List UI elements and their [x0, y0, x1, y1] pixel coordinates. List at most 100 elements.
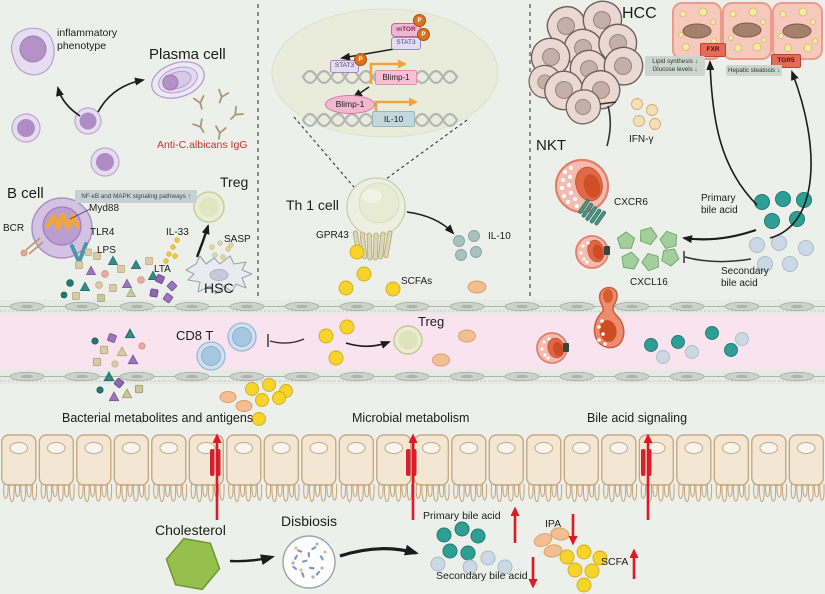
- phospho-dot-1: P: [413, 14, 426, 27]
- label-treg-band: Treg: [418, 314, 445, 329]
- ifn-gamma-dots: [631, 98, 661, 130]
- differentiation-arrows: [56, 77, 145, 117]
- disbiosis-circle: [282, 535, 336, 589]
- nkt-cell-small: [575, 235, 610, 269]
- nkt-cell: [554, 158, 610, 226]
- label-cxcr6: CXCR6: [614, 197, 648, 208]
- blimp1-gene-box: Blimp-1: [375, 70, 417, 85]
- metabolites-below-band: [219, 378, 293, 426]
- treg-cell-top: [193, 191, 225, 223]
- label-ipa: IPA: [545, 518, 562, 530]
- inflammatory-cell: [10, 27, 55, 76]
- label-gpr43: GPR43: [316, 230, 349, 241]
- label-cholesterol: Cholesterol: [155, 522, 226, 538]
- label-bcr: BCR: [3, 223, 25, 234]
- label-inflammatory-phenotype: inflammatory phenotype: [57, 27, 118, 52]
- label-lta: LTA: [154, 264, 171, 275]
- fxr-box: FXR: [700, 43, 726, 57]
- bile-to-cxcl16-arrow: [682, 228, 757, 244]
- panel-dividers: [257, 4, 531, 300]
- scfa-cd8-inhibition: [267, 334, 305, 347]
- monocyte-cells: [11, 107, 120, 177]
- lipid-droplets: [678, 7, 818, 53]
- label-cxcl16: CXCL16: [630, 277, 668, 288]
- label-cd8t: CD8 T: [176, 328, 214, 343]
- label-hsc: HSC: [204, 280, 234, 296]
- myd88-protein: [45, 212, 80, 231]
- scfa-dots-center: [338, 244, 401, 297]
- lamina-propria-band: [0, 300, 825, 384]
- label-scfa-bottom: SCFA: [601, 556, 629, 568]
- b-cell-body: [20, 197, 93, 268]
- primary-bile-acid-dots: [754, 191, 812, 229]
- bcr-receptor: [20, 237, 44, 257]
- label-il33: IL-33: [166, 227, 189, 238]
- bile-to-liver-arrows: [706, 60, 812, 239]
- il10-gene-box: IL-10: [372, 111, 415, 127]
- signaling-pathways-box: NF-κB and MAPK signaling pathways ↑: [75, 190, 197, 203]
- hepatic-steatosis-box: Hepatic steatosis ↓: [726, 65, 782, 76]
- phospho-dot-2: P: [417, 28, 430, 41]
- ipa-ovals-band: [432, 329, 476, 367]
- mtor-stat3-arrow: [340, 47, 401, 61]
- cholesterol-hexagon: [165, 537, 221, 591]
- antibody-icons: [192, 88, 244, 141]
- treg-cell-band: [393, 325, 423, 355]
- hsc-cell: [185, 255, 253, 295]
- label-myd88: Myd88: [89, 203, 120, 214]
- label-plasma-cell: Plasma cell: [149, 46, 226, 63]
- secondary-bile-acid-dots: [749, 235, 814, 272]
- bile-acids-in-band: [644, 326, 749, 364]
- secondary-bile-bottom-dots: [430, 550, 513, 575]
- ipa-oval-center: [467, 280, 487, 294]
- il33-dots: [163, 237, 180, 264]
- cd8t-cells: [196, 322, 257, 371]
- cholesterol-arrow: [229, 554, 275, 566]
- hepatocytes: [672, 2, 823, 60]
- disbiosis-arrow: [339, 544, 419, 558]
- lipid-glucose-box: Lipid synthesis ↓ Glucose levels ↓: [645, 56, 705, 76]
- th1-cell-body: [346, 177, 406, 261]
- label-scfas: SCFAs: [401, 276, 433, 287]
- label-bacterial-metabolites: Bacterial metabolites and antigens: [62, 411, 254, 425]
- transport-arrows: [210, 433, 653, 520]
- metabolite-stream: [91, 328, 146, 402]
- label-nkt: NKT: [536, 137, 566, 154]
- label-primary-bile-bottom: Primary bile acid: [423, 510, 501, 522]
- blimp1-protein: Blimp-1: [325, 95, 375, 114]
- th1-il10-arrow: [406, 211, 455, 235]
- label-sasp: SASP: [224, 234, 251, 245]
- ipa-bottom-ovals: [533, 527, 570, 558]
- scfa-bottom-dots: [559, 544, 608, 593]
- label-secondary-bile-right: Secondary bile acid: [721, 266, 769, 290]
- transcription-arrow-blimp1: [369, 59, 407, 84]
- label-th1-cell: Th 1 cell: [286, 197, 339, 213]
- label-il10: IL-10: [488, 231, 511, 242]
- nkt-cell-in-band: [536, 332, 569, 364]
- scfa-dots-band: [318, 319, 355, 366]
- hsc-to-treg-arrow: [195, 224, 210, 258]
- label-bile-acid-signaling: Bile acid signaling: [587, 411, 688, 425]
- cxcr6-receptor: [578, 199, 606, 226]
- label-treg-top: Treg: [220, 174, 249, 190]
- label-anti-albicans-igg: Anti-C.albicans IgG: [157, 139, 248, 151]
- label-tlr4: TLR4: [90, 227, 115, 238]
- trend-arrows: [510, 506, 639, 589]
- nkt-extravasation-cell: [593, 286, 625, 349]
- cxcl16-pentagons: [616, 224, 683, 273]
- label-primary-bile-right: Primary bile acid: [701, 193, 738, 217]
- label-disbiosis: Disbiosis: [281, 513, 338, 529]
- label-hcc: HCC: [622, 5, 657, 22]
- label-microbial-metabolism: Microbial metabolism: [352, 411, 470, 425]
- primary-bile-bottom-dots: [436, 521, 486, 561]
- secondary-inhibition: [683, 251, 752, 263]
- plasma-cell-body: [151, 61, 205, 99]
- il10-dots: [453, 230, 482, 261]
- nkt-hcc-inhibition: [599, 101, 617, 147]
- label-lps: LPS: [97, 245, 116, 256]
- phospho-dot-3: P: [354, 53, 367, 66]
- label-b-cell: B cell: [7, 185, 44, 202]
- tgr5-box: TGR5: [771, 54, 801, 68]
